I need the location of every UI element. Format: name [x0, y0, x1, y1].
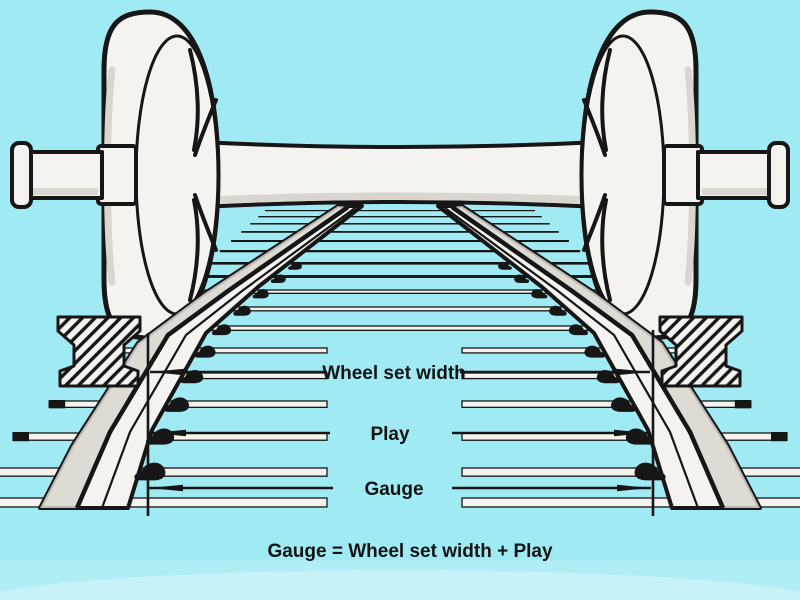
left-rail [38, 204, 364, 510]
right-railhead-edge [444, 207, 700, 509]
right-rail [436, 204, 762, 510]
arrow-right [617, 484, 651, 492]
sleeper-end [49, 400, 66, 409]
rail-clip [584, 345, 606, 358]
wheel-set-width-label: Wheel set width [322, 363, 466, 384]
left-wheel-spokes [188, 48, 218, 302]
left-axle-journal [10, 141, 138, 209]
sleeper-end [734, 400, 751, 409]
left-wheel-disc [134, 34, 220, 316]
right-wheel-disc [580, 34, 666, 316]
rail-clip [270, 274, 286, 284]
right-railhead-shadow [450, 205, 726, 509]
left-journal-cap [10, 141, 33, 209]
sleeper [461, 497, 800, 508]
left-rail-section [56, 315, 142, 388]
rail-clip [163, 397, 190, 412]
play-dimension [152, 429, 648, 437]
arrow-right [614, 429, 648, 437]
rail-clip [134, 462, 166, 481]
wheelset [10, 9, 790, 341]
right-axle-journal [662, 141, 790, 209]
sleeper [206, 262, 594, 265]
rail-clip [288, 261, 302, 270]
sleeper [250, 223, 550, 225]
rail-clip [514, 274, 530, 284]
play-label: Play [370, 424, 410, 445]
right-rail-section [658, 315, 744, 388]
sleeper [0, 497, 328, 508]
right-rail-web-shade [452, 206, 760, 508]
left-rail-web-shade [40, 206, 348, 508]
wheel-set-width-dimension [150, 368, 650, 376]
formula-text: Gauge = Wheel set width + Play [267, 541, 553, 562]
arrow-right [616, 368, 650, 376]
arrow-left [149, 484, 183, 492]
right-rail-body [436, 204, 762, 510]
left-railhead-shadow [74, 205, 350, 509]
rail-clip [596, 370, 620, 384]
left-journal-shading [28, 188, 98, 195]
bottom-glow [0, 560, 800, 600]
rail-clip [180, 370, 204, 384]
rail-clip [568, 324, 589, 336]
sleeper [241, 231, 559, 233]
rail-clip [634, 462, 666, 481]
bottom-glow [0, 570, 800, 600]
arrow-left [152, 429, 186, 437]
rail-clip [549, 305, 567, 316]
right-journal-shading [702, 188, 772, 195]
right-journal-cap [767, 141, 790, 209]
sleeper [219, 250, 581, 253]
sleeper [461, 467, 800, 477]
rail-clip [531, 289, 548, 299]
rail-clip [194, 345, 216, 358]
dimension-lines [146, 330, 655, 516]
gauge-label: Gauge [364, 479, 423, 500]
sleeper [191, 275, 609, 278]
right-wheel [579, 9, 699, 341]
rail-clip [233, 305, 251, 316]
sleeper [265, 210, 535, 212]
sleeper [258, 216, 542, 218]
railway-track [38, 204, 762, 510]
rail-clip [252, 289, 269, 299]
arrow-left [150, 368, 184, 376]
right-wheel-spokes [582, 48, 612, 302]
rail-cross-sections [56, 315, 744, 388]
sleeper [461, 400, 752, 409]
sleeper-end [13, 432, 30, 442]
gauge-dimension [149, 484, 651, 492]
rail-clip [610, 397, 637, 412]
sleeper [231, 240, 569, 243]
rail-clip [211, 324, 232, 336]
sleeper-end [770, 432, 787, 442]
rail-clip [498, 261, 512, 270]
axle-shading [218, 192, 582, 204]
left-railhead-edge [100, 207, 356, 509]
